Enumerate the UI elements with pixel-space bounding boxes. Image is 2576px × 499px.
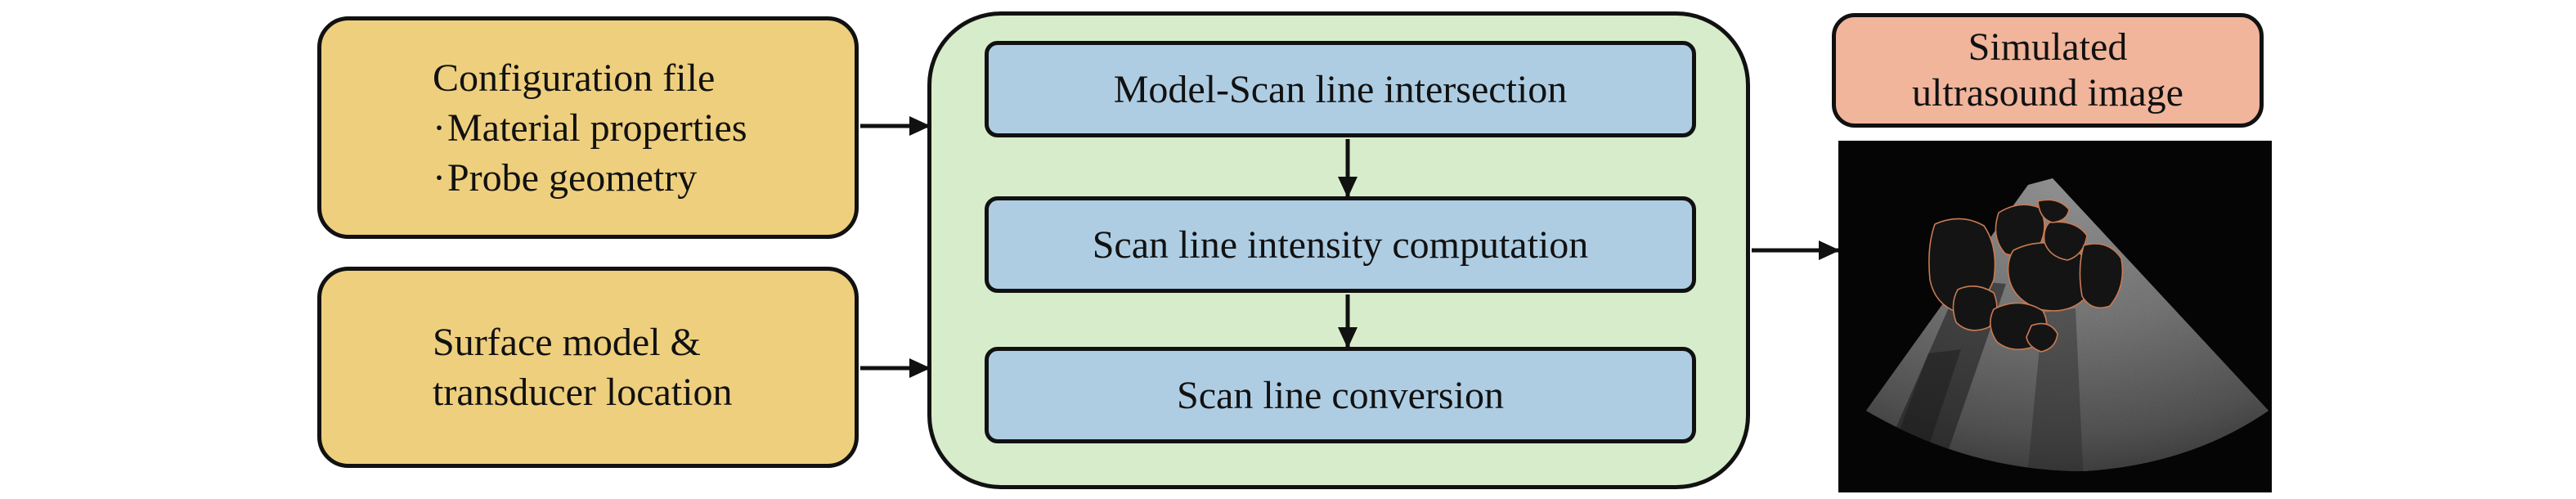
surface-model-box: Surface model & transducer location bbox=[317, 267, 859, 468]
config-bullet-probe: Probe geometry bbox=[433, 153, 855, 203]
output-label-line2: ultrasound image bbox=[1912, 71, 2183, 115]
config-file-text: Configuration file Material properties P… bbox=[321, 20, 855, 235]
surface-model-line1: Surface model & bbox=[433, 321, 701, 364]
step-intensity-computation: Scan line intensity computation bbox=[985, 196, 1696, 293]
config-file-title: Configuration file bbox=[433, 56, 716, 100]
output-label-line1: Simulated bbox=[1968, 25, 2128, 69]
surface-model-text: Surface model & transducer location bbox=[321, 271, 855, 464]
simulated-ultrasound-image bbox=[1838, 141, 2272, 492]
config-file-box: Configuration file Material properties P… bbox=[317, 16, 859, 239]
config-bullet-probe-label: Probe geometry bbox=[447, 155, 698, 200]
ultrasound-sector bbox=[1866, 178, 2269, 471]
step-intensity-computation-label: Scan line intensity computation bbox=[1092, 223, 1589, 267]
step-scan-line-conversion: Scan line conversion bbox=[985, 347, 1696, 443]
step-scan-line-conversion-label: Scan line conversion bbox=[1177, 373, 1504, 417]
step-model-scan-intersection: Model-Scan line intersection bbox=[985, 41, 1696, 137]
config-bullet-material-label: Material properties bbox=[447, 106, 747, 150]
config-bullet-material: Material properties bbox=[433, 103, 855, 153]
anatomy-outlines bbox=[1928, 199, 2124, 353]
ultrasound-picture bbox=[1866, 178, 2269, 471]
output-label-box: Simulated ultrasound image bbox=[1832, 13, 2264, 128]
surface-model-line2: transducer location bbox=[433, 371, 733, 414]
step-model-scan-intersection-label: Model-Scan line intersection bbox=[1113, 67, 1568, 111]
